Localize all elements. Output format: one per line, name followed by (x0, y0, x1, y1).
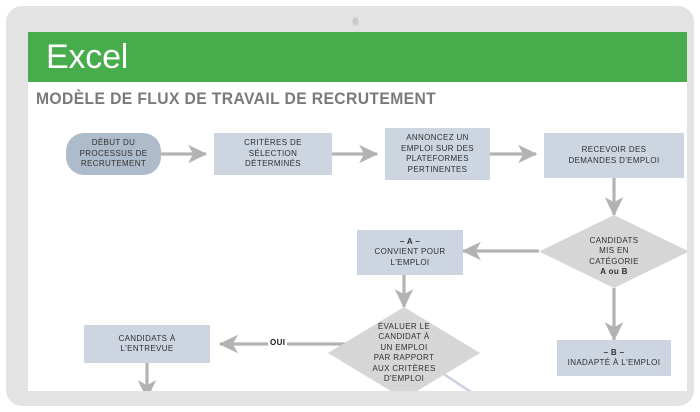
node-badge-a: – A – (399, 236, 421, 246)
node-start-recruitment-process[interactable]: DÉBUT DU PROCESSUS DE RECRUTEMENT (66, 133, 161, 175)
node-suitable-for-job-a[interactable]: – A – CONVIENT POUR L'EMPLOI (357, 230, 463, 275)
decision-categorize-emphasis: A ou B (600, 267, 628, 277)
edge-label-oui: OUI (268, 338, 288, 347)
page-title: MODÈLE DE FLUX DE TRAVAIL DE RECRUTEMENT (36, 90, 437, 108)
decision-categorize-text: CANDIDATS MIS EN CATÉGORIE (589, 235, 639, 266)
node-receive-applications[interactable]: RECEVOIR DES DEMANDES D'EMPLOI (544, 133, 684, 178)
node-badge-b: – B – (603, 347, 625, 357)
node-unsuitable-for-job-b[interactable]: – B – INADAPTÉ À L'EMPLOI (557, 340, 671, 376)
node-candidates-for-interview[interactable]: CANDIDATS À L'ENTREVUE (84, 325, 210, 363)
excel-brand-label: Excel (46, 38, 129, 76)
camera-dot-icon (352, 17, 359, 26)
screen-viewport: Excel MODÈLE DE FLUX DE TRAVAIL DE RECRU… (28, 32, 687, 391)
node-advertise-job[interactable]: ANNONCEZ UN EMPLOI SUR DES PLATEFORMES P… (385, 128, 490, 180)
recruitment-workflow-flowchart: DÉBUT DU PROCESSUS DE RECRUTEMENT CRITÈR… (28, 32, 687, 391)
node-selection-criteria[interactable]: CRITÈRES DE SÉLECTION DÉTERMINÉS (214, 133, 332, 175)
laptop-device-frame: Excel MODÈLE DE FLUX DE TRAVAIL DE RECRU… (6, 6, 694, 406)
excel-brand-bar: Excel (28, 32, 687, 82)
